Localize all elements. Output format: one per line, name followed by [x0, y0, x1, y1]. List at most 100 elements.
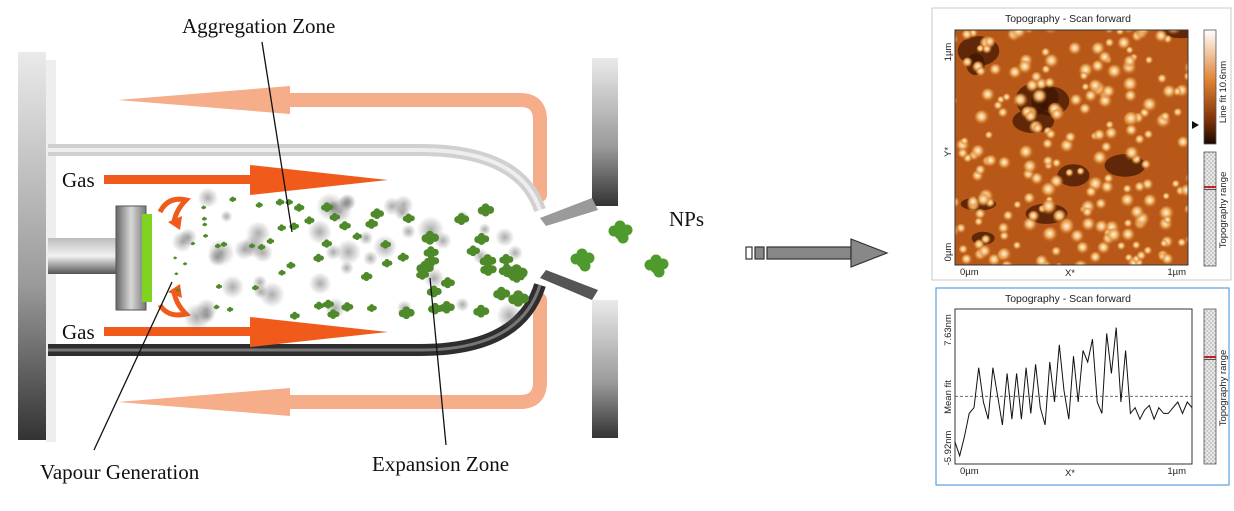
afm-image-x-axis: X*	[1065, 268, 1075, 279]
profile-plot-area	[954, 308, 1193, 465]
sputter-target	[142, 214, 152, 302]
nanoparticle	[202, 222, 208, 227]
right-plate-top	[592, 58, 618, 206]
gas-bottom-label: Gas	[62, 320, 95, 344]
vapour-fog	[197, 187, 219, 209]
afm-particle	[974, 110, 990, 126]
afm-particle	[1045, 129, 1057, 141]
vapour-fog	[401, 224, 416, 239]
afm-particle	[997, 247, 1012, 263]
afm-particle	[1065, 132, 1077, 144]
vapour-fog	[335, 239, 362, 265]
afm-particle	[1074, 260, 1089, 265]
afm-particle	[1160, 111, 1171, 123]
afm-particle	[1084, 90, 1098, 103]
nanoparticle	[321, 202, 334, 212]
afm-particle	[974, 208, 987, 221]
vapour-fog	[199, 307, 215, 324]
magnetron-rod	[48, 238, 120, 274]
afm-particle	[1105, 38, 1115, 48]
afm-particle	[974, 217, 984, 227]
afm-particle	[1095, 198, 1108, 211]
afm-particle	[1094, 220, 1110, 235]
nanoparticle	[477, 203, 495, 217]
afm-particle	[975, 66, 987, 78]
vapour-fog	[337, 194, 355, 213]
vapour-curl-top	[157, 196, 191, 223]
afm-particle	[1134, 134, 1146, 146]
afm-particle	[1093, 129, 1107, 142]
afm-particle	[1055, 262, 1063, 265]
afm-particle	[998, 222, 1010, 235]
afm-particle	[984, 131, 994, 140]
nanoparticle	[176, 288, 180, 292]
afm-particle	[1123, 111, 1140, 128]
afm-particle	[1076, 167, 1085, 176]
nanoparticle	[397, 252, 409, 262]
afm-particle	[978, 245, 992, 259]
afm-particle	[1184, 204, 1188, 215]
nanoparticle	[294, 203, 305, 212]
afm-particle	[1104, 127, 1119, 141]
afm-particle	[984, 154, 998, 168]
afm-particle	[1162, 85, 1177, 100]
nanoparticle	[474, 232, 490, 245]
nps-label: NPs	[669, 207, 705, 231]
vapour-fog	[478, 223, 491, 236]
afm-particle	[1185, 173, 1188, 184]
afm-particle	[1052, 209, 1068, 224]
afm-particle	[955, 34, 959, 46]
afm-particle	[1173, 108, 1183, 118]
afm-particle	[961, 254, 973, 265]
nanoparticle	[266, 238, 275, 245]
afm-particle	[1098, 51, 1112, 65]
nanoparticle	[173, 256, 177, 260]
afm-particle	[1070, 229, 1085, 244]
afm-particle	[1030, 172, 1044, 186]
afm-particle	[955, 97, 959, 107]
nanoparticle	[370, 208, 385, 220]
afm-particle	[1065, 168, 1074, 178]
afm-particle	[1100, 181, 1115, 195]
afm-particle	[1132, 241, 1142, 251]
afm-colorbar	[1203, 29, 1217, 145]
nanoparticle	[424, 254, 440, 267]
afm-particle	[1122, 30, 1136, 35]
gas-arrow-bottom	[104, 317, 388, 347]
colorbar-marker-icon	[1192, 121, 1199, 129]
nanoparticle	[286, 261, 296, 269]
afm-particle	[1076, 241, 1090, 255]
afm-particle	[1026, 79, 1040, 94]
afm-particle	[1042, 156, 1054, 168]
nanoparticle	[421, 230, 440, 245]
nanoparticle	[381, 258, 393, 268]
vapour-fog	[455, 297, 470, 312]
afm-particle	[1018, 60, 1033, 75]
afm-particle	[989, 63, 1003, 77]
particle-cloud	[171, 187, 669, 331]
afm-particle	[1107, 64, 1123, 80]
afm-particle	[1024, 110, 1038, 124]
aggregation-zone-label: Aggregation Zone	[182, 14, 336, 38]
nanoparticle	[304, 216, 315, 225]
escaped-nanoparticle	[570, 248, 595, 272]
escaped-nanoparticle	[608, 220, 633, 244]
afm-particle	[1123, 55, 1137, 69]
vapour-fog	[308, 272, 332, 295]
afm-particle	[1120, 193, 1136, 209]
nanoparticle	[402, 213, 415, 224]
afm-particle	[1176, 136, 1188, 150]
afm-particle	[1141, 159, 1152, 171]
afm-particle	[1089, 251, 1102, 264]
return-flow-top	[118, 86, 547, 202]
afm-particle	[1085, 186, 1098, 199]
afm-profile-y-bottom: -5.92nm	[943, 430, 954, 465]
left-end-plate	[18, 52, 46, 440]
vapour-fog	[358, 230, 374, 246]
afm-particle	[1013, 93, 1029, 109]
afm-particle	[1180, 184, 1188, 198]
afm-particle	[1088, 79, 1103, 94]
afm-particle	[1136, 30, 1152, 38]
nanoparticle	[321, 239, 333, 248]
